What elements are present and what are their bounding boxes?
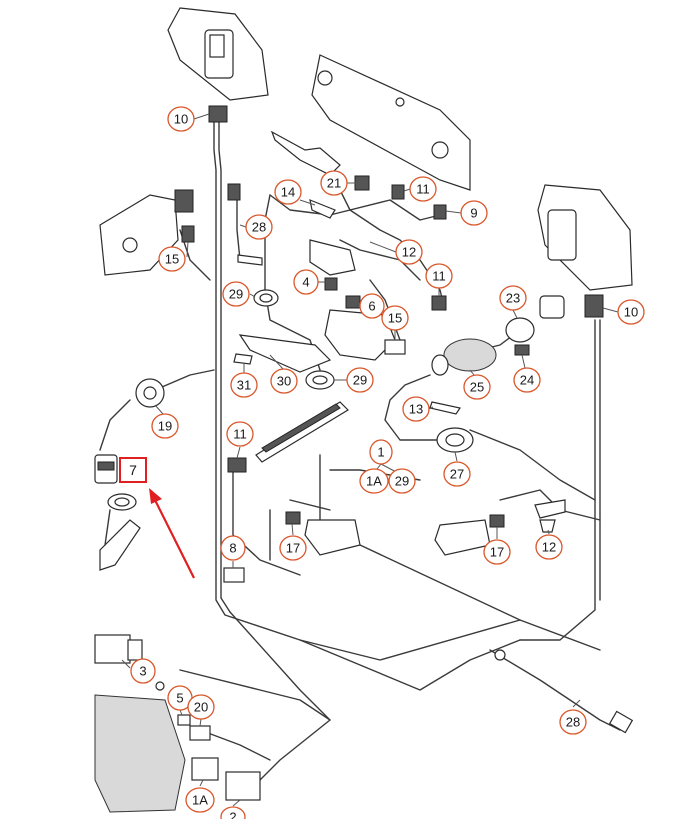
callout-label: 10 [174,112,188,127]
callout-11-right[interactable]: 11 [425,263,453,289]
highlight-part-7[interactable]: 7 [119,457,147,483]
callout-label: 19 [158,419,172,434]
fuse-relay-block [94,694,186,813]
callout-19[interactable]: 19 [151,413,179,439]
handle-left [304,519,361,556]
harness-wires [99,121,621,791]
callout-label: 11 [432,269,446,284]
callout-14[interactable]: 14 [274,179,302,205]
callout-29-upper[interactable]: 29 [222,281,250,307]
callout-label: 15 [388,311,402,326]
callout-label: 10 [624,305,638,320]
callout-10-top[interactable]: 10 [167,106,195,132]
connector-block-3 [94,634,131,664]
callout-label: 12 [402,245,416,260]
callout-15-center[interactable]: 15 [381,305,409,331]
components [94,7,634,813]
callout-label: 5 [176,691,183,706]
callout-label: 29 [353,373,367,388]
callout-label: 9 [470,206,477,221]
callout-label: 1A [366,474,382,489]
leader-lines [121,113,619,807]
callout-29-lower[interactable]: 29 [388,468,416,494]
callout-label: 14 [281,185,295,200]
handle-right [434,519,491,556]
callout-label: 13 [409,402,423,417]
callout-12-top[interactable]: 12 [395,239,423,265]
callout-2[interactable]: 2 [220,806,246,819]
highlight-arrow [149,488,195,579]
callout-label: 20 [194,700,208,715]
callout-12-bottom[interactable]: 12 [535,534,563,560]
callout-6[interactable]: 6 [359,293,385,319]
callout-13[interactable]: 13 [402,396,430,422]
plate-left [99,194,179,276]
callout-label: 6 [368,299,375,314]
callout-label: 1 [377,445,384,460]
callout-label: 8 [229,541,236,556]
callout-1[interactable]: 1 [369,439,393,465]
callout-25[interactable]: 25 [463,374,491,400]
callout-30[interactable]: 30 [270,368,298,394]
callout-21[interactable]: 21 [320,170,348,196]
callout-4[interactable]: 4 [293,269,319,295]
callout-29-middle[interactable]: 29 [346,367,374,393]
callout-label: 11 [233,427,247,442]
callout-label: 21 [327,176,341,191]
callout-27[interactable]: 27 [443,461,471,487]
callout-8[interactable]: 8 [220,535,246,561]
callout-label: 28 [566,715,580,730]
highlight-label: 7 [129,462,137,478]
callout-10-right[interactable]: 10 [617,299,645,325]
callout-label: 2 [229,810,236,819]
callout-28-bottom[interactable]: 28 [559,709,587,735]
callout-1a-middle[interactable]: 1A [359,468,389,494]
callout-31[interactable]: 31 [230,372,258,398]
callout-label: 23 [506,291,520,306]
callout-28-top[interactable]: 28 [245,214,273,240]
callout-1a-bottom[interactable]: 1A [185,787,215,813]
callout-label: 11 [416,182,430,197]
callout-label: 27 [450,467,464,482]
callout-23[interactable]: 23 [499,285,527,311]
callout-label: 3 [139,664,146,679]
callout-label: 12 [542,540,556,555]
callout-label: 29 [229,287,243,302]
callout-17-left[interactable]: 17 [279,535,307,561]
callout-label: 30 [277,374,291,389]
callout-24[interactable]: 24 [513,367,541,393]
switch-panel-top [311,54,471,191]
callout-20[interactable]: 20 [187,694,215,720]
callout-label: 17 [490,545,504,560]
callout-label: 4 [302,275,309,290]
callout-label: 15 [165,252,179,267]
callout-label: 29 [395,474,409,489]
callout-label: 31 [237,378,251,393]
callout-label: 1A [192,793,208,808]
callout-11-top[interactable]: 11 [409,176,437,202]
callout-3[interactable]: 3 [130,658,156,684]
callout-15-left[interactable]: 15 [158,246,186,272]
callout-17-right[interactable]: 17 [483,539,511,565]
callout-label: 28 [252,220,266,235]
callout-9[interactable]: 9 [460,200,488,226]
callout-label: 24 [520,373,534,388]
callout-label: 17 [286,541,300,556]
callout-11-middle[interactable]: 11 [226,421,254,447]
callout-label: 25 [470,380,484,395]
